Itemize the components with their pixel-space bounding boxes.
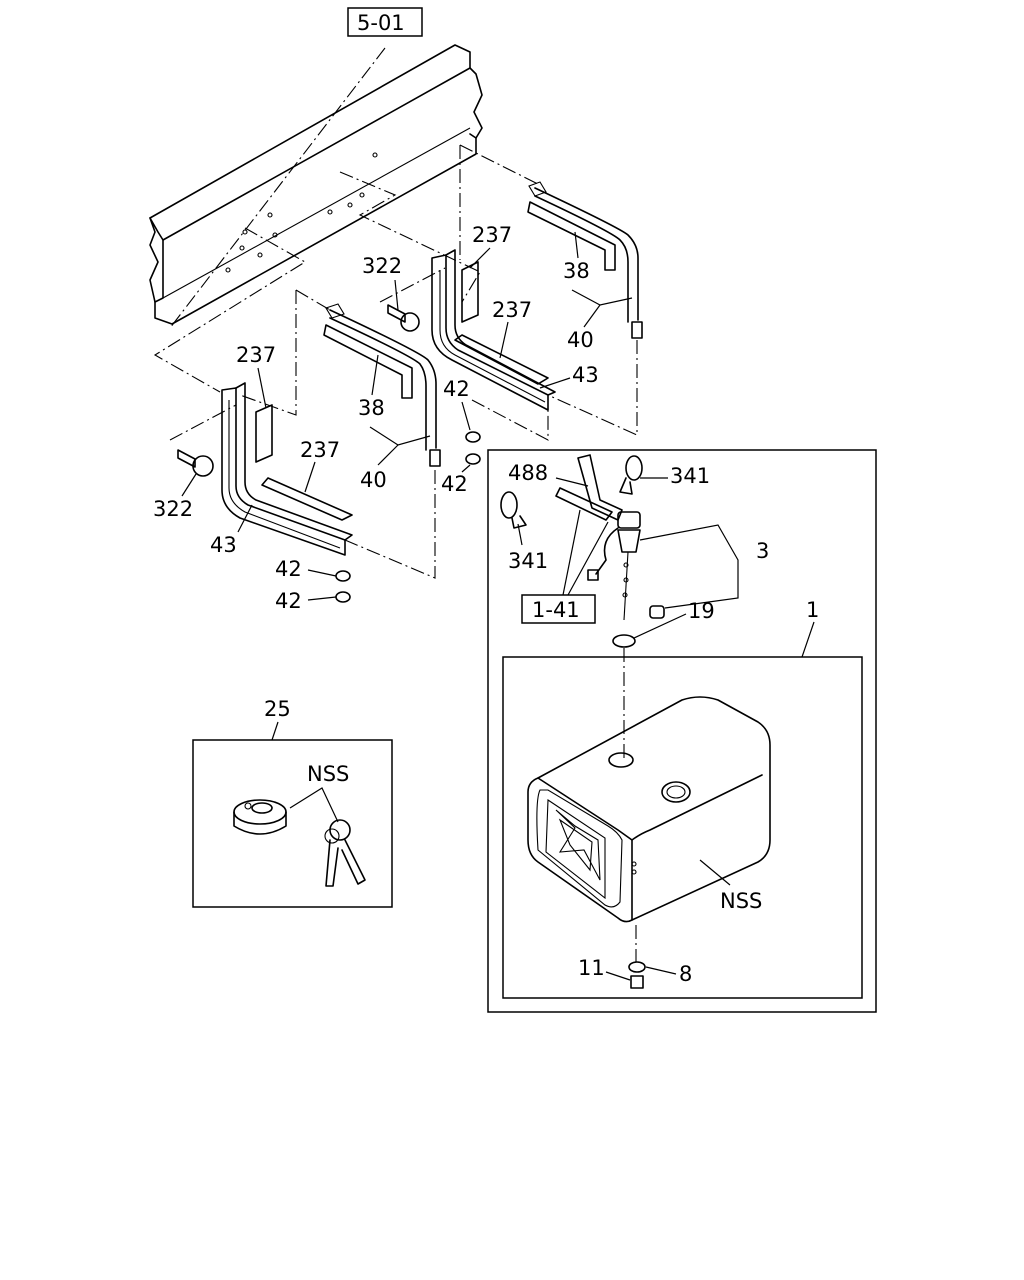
clamp-341-top [619,455,643,495]
callout-341-b: 341 [508,549,548,573]
drain-plug-11 [630,975,644,989]
ref-box-sender [521,594,596,624]
fuel-tank [527,696,771,923]
callout-237-a: 237 [472,223,512,247]
fuel-tank-assembly-box [487,449,877,1013]
callout-341-a: 341 [670,464,710,488]
callout-42-a: 42 [443,377,470,401]
callout-322-b: 322 [153,497,193,521]
callout-237-d: 237 [300,438,340,462]
callout-322-a: 322 [362,254,402,278]
callout-38-a: 38 [563,259,590,283]
callout-ref-sender: 1-41 [532,598,580,622]
callout-42-d: 42 [275,589,302,613]
fuel-cap [233,799,287,835]
nuts-42 [335,431,481,603]
callout-3: 3 [756,539,769,563]
callout-11: 11 [578,956,605,980]
gasket-19 [612,634,636,648]
fuel-sender-unit [555,454,665,621]
callout-237-b: 237 [492,298,532,322]
callout-25: 25 [264,697,291,721]
callout-1: 1 [806,598,819,622]
washer-8 [628,961,646,973]
callout-42-c: 42 [275,557,302,581]
callout-237-c: 237 [236,343,276,367]
callout-43-a: 43 [572,363,599,387]
callout-43-b: 43 [210,533,237,557]
callout-ref-frame: 5-01 [357,11,405,35]
callout-19: 19 [688,599,715,623]
callout-8: 8 [679,962,692,986]
fuel-cap-kit-box [192,739,393,908]
callout-42-b: 42 [441,472,468,496]
callout-40-b: 40 [360,468,387,492]
callout-488: 488 [508,461,548,485]
callout-nss-tank: NSS [720,889,762,913]
callout-38-b: 38 [358,396,385,420]
callout-40-a: 40 [567,328,594,352]
front-bracket-assembly [177,303,441,556]
callout-nss-cap: NSS [307,762,349,786]
rear-bracket-assembly [387,181,643,411]
fuel-tank-inner-box [502,656,863,999]
ref-box-frame [347,7,423,37]
clamp-341-left [500,491,527,529]
keys [324,819,366,887]
